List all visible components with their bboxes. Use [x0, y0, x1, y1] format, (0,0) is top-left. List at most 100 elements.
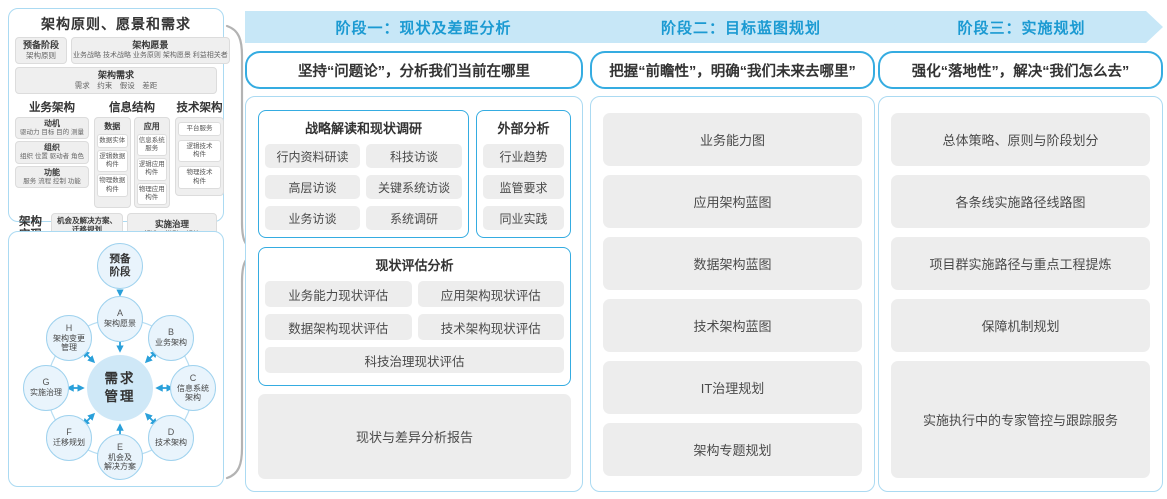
adm-prep-stage-node: 预备 阶段 — [97, 243, 143, 289]
data-subcolumn-header: 数据 — [104, 122, 121, 131]
phase2-content-panel: 业务能力图 应用架构蓝图 数据架构蓝图 技术架构蓝图 IT治理规划 架构专题规划 — [590, 96, 875, 492]
application-item: 信息系统 服务 — [136, 134, 167, 157]
external-analysis-group: 外部分析 行业趋势 监管要求 同业实践 — [476, 110, 571, 238]
panel-title: 架构原则、愿景和需求 — [41, 16, 191, 32]
vision-title: 架构愿景 — [132, 40, 169, 50]
application-subcolumn: 应用 信息系统 服务 逻辑应用 构件 物理应用 构件 — [133, 117, 170, 208]
phase3-header: 阶段三：实施规划 — [880, 11, 1163, 43]
vision-sub: 业务战略 技术战略 业务原则 架构愿景 利益相关者 — [73, 52, 228, 60]
function-box: 功能 服务 流程 控制 功能 — [15, 165, 89, 189]
phase1-content-panel: 战略解读和现状调研 行内资料研读 科技访谈 高层访谈 关键系统访谈 业务访谈 系… — [245, 96, 583, 492]
strategy-item: 关键系统访谈 — [366, 175, 462, 199]
adm-node-label: 信息系统 架构 — [177, 383, 209, 402]
phase2-header: 阶段二：目标蓝图规划 — [584, 11, 898, 43]
phase3-content-panel: 总体策略、原则与阶段划分 各条线实施路径线路图 项目群实施路径与重点工程提炼 保… — [878, 96, 1163, 492]
motivation-sub: 驱动力 目标 目的 测量 — [20, 129, 84, 136]
phase2-item: 架构专题规划 — [603, 423, 862, 476]
phase3-item: 实施执行中的专家管控与跟踪服务 — [891, 361, 1150, 478]
motivation-box: 动机 驱动力 目标 目的 测量 — [15, 117, 89, 140]
phase2-item: IT治理规划 — [603, 361, 862, 414]
assessment-title: 现状评估分析 — [375, 258, 454, 273]
adm-node-label: 架构愿景 — [104, 319, 136, 329]
external-item: 监管要求 — [483, 175, 564, 199]
phase3-item: 总体策略、原则与阶段划分 — [891, 113, 1150, 166]
phase1-header-label: 阶段一：现状及差距分析 — [335, 19, 512, 37]
architecture-principles-panel: 架构原则、愿景和需求 预备阶段 架构原则 架构愿景 业务战略 技术战略 业务原则… — [8, 8, 230, 246]
business-architecture-header: 业务架构 — [29, 102, 75, 114]
adm-node-f: F 迁移规划 — [46, 415, 92, 461]
adm-node-letter: A — [116, 308, 123, 319]
technology-item: 物理技术 构件 — [178, 166, 221, 189]
opportunity-title: 机会及解决方案、 迁移规划 — [57, 215, 117, 235]
application-item: 逻辑应用 构件 — [136, 158, 167, 181]
adm-node-letter: E — [116, 441, 123, 452]
architecture-vision-box: 架构愿景 业务战略 技术战略 业务原则 架构愿景 利益相关者 — [71, 37, 230, 64]
assessment-group: 现状评估分析 业务能力现状评估 应用架构现状评估 数据架构现状评估 技术架构现状… — [258, 247, 571, 386]
adm-node-letter: D — [167, 427, 175, 438]
adm-node-label: 实施治理 — [30, 388, 62, 398]
adm-node-label: 业务架构 — [155, 338, 187, 348]
adm-node-label: 迁移规划 — [53, 438, 85, 448]
organization-title: 组织 — [44, 143, 60, 153]
external-analysis-title: 外部分析 — [497, 121, 550, 136]
prep-vision-row: 预备阶段 架构原则 架构愿景 业务战略 技术战略 业务原则 架构愿景 利益相关者 — [15, 37, 230, 64]
adm-node-label: 技术架构 — [155, 438, 187, 448]
adm-node-letter: F — [66, 427, 72, 438]
prep-stage-title: 预备阶段 — [22, 40, 59, 50]
adm-node-label: 架构变更 管理 — [53, 333, 85, 352]
strategy-item: 系统调研 — [366, 206, 462, 230]
phase1-subtitle: 坚持“问题论”，分析我们当前在哪里 — [245, 51, 583, 89]
technology-architecture-header: 技术架构 — [176, 102, 223, 114]
data-item: 数据实体 — [97, 134, 128, 149]
phase2-header-label: 阶段二：目标蓝图规划 — [660, 19, 821, 37]
assessment-item: 应用架构现状评估 — [417, 281, 564, 307]
prep-stage-sub: 架构原则 — [26, 51, 56, 61]
external-item: 同业实践 — [483, 206, 564, 230]
adm-node-letter: B — [167, 327, 174, 338]
assessment-item: 数据架构现状评估 — [265, 314, 412, 340]
phase1-header: 阶段一：现状及差距分析 — [245, 11, 602, 43]
adm-cycle-panel: 预备 阶段 A 架构愿景 B 业务架构 C 信息系统 架构 D 技术架构 E 机… — [8, 231, 224, 487]
assessment-item: 业务能力现状评估 — [265, 281, 412, 307]
prep-stage-box: 预备阶段 架构原则 — [15, 37, 67, 64]
information-structure-header: 信息结构 — [109, 102, 155, 114]
gap-analysis-report-box: 现状与差异分析报告 — [258, 394, 571, 479]
phase2-item: 业务能力图 — [603, 113, 862, 166]
phase3-item: 项目群实施路径与重点工程提炼 — [891, 237, 1150, 290]
data-item: 逻辑数据 构件 — [97, 150, 128, 173]
adm-node-d: D 技术架构 — [148, 415, 194, 461]
application-subcolumn-header: 应用 — [143, 122, 160, 131]
technology-item: 平台服务 — [178, 122, 221, 137]
strategy-item: 高层访谈 — [265, 175, 360, 199]
adm-node-a: A 架构愿景 — [97, 296, 143, 342]
organization-sub: 组织 位置 驱动者 角色 — [20, 153, 84, 161]
information-structure-column: 信息结构 数据 数据实体 逻辑数据 构件 物理数据 构件 应用 信息系统 服务 … — [94, 99, 170, 208]
phase2-item: 应用架构蓝图 — [603, 175, 862, 228]
phase3-header-label: 阶段三：实施规划 — [957, 19, 1086, 37]
data-subcolumn: 数据 数据实体 逻辑数据 构件 物理数据 构件 — [94, 117, 131, 208]
assessment-item: 科技治理现状评估 — [265, 347, 564, 373]
function-sub: 服务 流程 控制 功能 — [23, 177, 81, 185]
function-title: 功能 — [44, 167, 60, 177]
adm-node-b: B 业务架构 — [148, 315, 194, 361]
phase3-subtitle: 强化“落地性”，解决“我们怎么去” — [878, 51, 1163, 89]
requirements-title: 架构需求 — [97, 70, 134, 80]
strategy-research-group: 战略解读和现状调研 行内资料研读 科技访谈 高层访谈 关键系统访谈 业务访谈 系… — [258, 110, 469, 238]
motivation-title: 动机 — [44, 119, 60, 128]
architecture-columns-row: 业务架构 动机 驱动力 目标 目的 测量 组织 组织 位置 驱动者 角色 功能 … — [15, 99, 224, 208]
adm-node-label: 机会及 解决方案 — [104, 452, 136, 471]
phase3-item: 保障机制规划 — [891, 299, 1150, 352]
adm-node-g: G 实施治理 — [23, 365, 69, 411]
strategy-item: 业务访谈 — [265, 206, 360, 230]
phase2-item: 技术架构蓝图 — [603, 299, 862, 352]
governance-title: 实施治理 — [154, 219, 189, 230]
technology-architecture-column: 技术架构 平台服务 逻辑技术 构件 物理技术 构件 — [175, 99, 224, 208]
phase2-subtitle: 把握“前瞻性”，明确“我们未来去哪里” — [590, 51, 875, 89]
external-item: 行业趋势 — [483, 144, 564, 168]
requirements-sub: 需求 约束 假设 差距 — [74, 81, 158, 91]
adm-node-letter: H — [65, 322, 73, 333]
adm-node-h: H 架构变更 管理 — [46, 315, 92, 361]
strategy-research-title: 战略解读和现状调研 — [304, 121, 422, 136]
phase3-item: 各条线实施路径线路图 — [891, 175, 1150, 228]
